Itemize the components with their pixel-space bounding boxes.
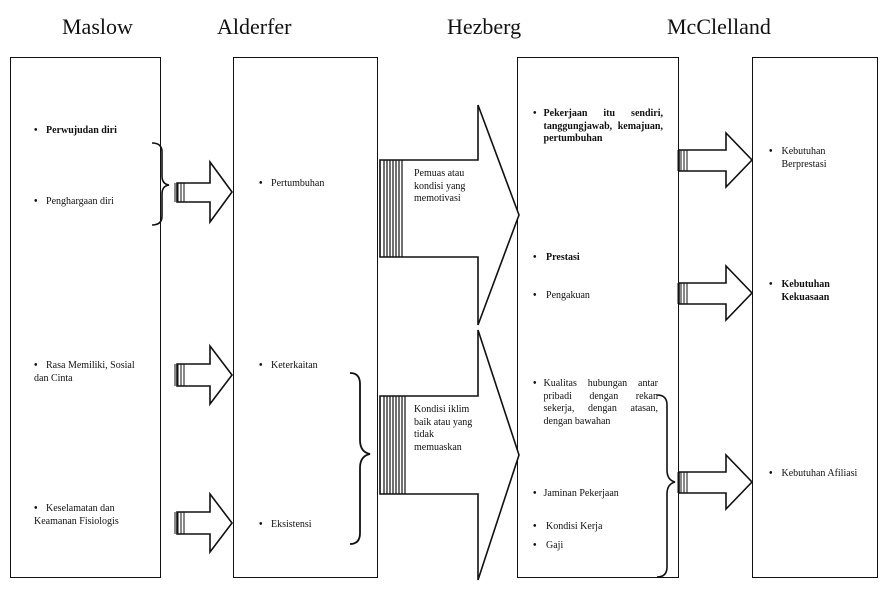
maslow-panel (10, 57, 161, 578)
herzberg-brace (656, 394, 676, 578)
maslow-item-belonging: • Rasa Memiliki, Sosial dan Cinta (34, 360, 146, 385)
bullet: • (533, 290, 537, 301)
mcclelland-item-label: Kebutuhan Afiliasi (781, 468, 858, 479)
maslow-item-label: Perwujudan diri (46, 125, 117, 136)
maslow-item-label: Penghargaan diri (46, 196, 114, 207)
bullet: • (769, 146, 773, 157)
motivator-label: Pemuas atau kondisi yang memotivasi (414, 168, 466, 204)
herzberg-item-work-itself: • Pekerjaan itu sendiri, tanggungjawab, … (533, 108, 663, 146)
herzberg-item-label: Kondisi Kerja (546, 521, 603, 532)
alderfer-brace (349, 372, 371, 545)
herzberg-item-label: Pekerjaan itu sendiri, tanggungjawab, ke… (543, 108, 663, 144)
alderfer-panel (233, 57, 378, 578)
heading-mcclelland: McClelland (667, 14, 771, 39)
hatch-mcclelland-arrows (677, 150, 688, 493)
bullet: • (533, 488, 537, 499)
herzberg-item-recognition: • Pengakuan (533, 290, 663, 303)
bullet: • (34, 125, 38, 136)
bullet: • (34, 503, 38, 514)
arrow-motivator (379, 104, 520, 326)
bullet: • (533, 252, 537, 263)
mcclelland-item-achievement: • Kebutuhan Berprestasi (769, 146, 869, 171)
mcclelland-panel (752, 57, 878, 578)
alderfer-item-growth: • Pertumbuhan (259, 178, 369, 191)
mcclelland-item-label: Kebutuhan Kekuasaan (781, 279, 830, 303)
bullet: • (259, 178, 263, 189)
herzberg-item-job-security: • Jaminan Pekerjaan (533, 488, 653, 501)
arrow-to-achievement (678, 131, 754, 189)
heading-alderfer: Alderfer (217, 14, 292, 39)
alderfer-item-label: Pertumbuhan (271, 178, 325, 189)
heading-maslow: Maslow (62, 14, 133, 39)
arrow-hygiene (379, 329, 520, 581)
bullet: • (769, 468, 773, 479)
hatch-herzberg-arrows (383, 160, 406, 494)
bullet: • (533, 521, 537, 532)
herzberg-item-label: Kualitas hubungan antar pribadi dengan r… (543, 378, 658, 427)
herzberg-item-label: Gaji (546, 540, 564, 551)
mcclelland-item-affiliation: • Kebutuhan Afiliasi (769, 468, 869, 481)
herzberg-item-interpersonal: • Kualitas hubungan antar pribadi dengan… (533, 378, 658, 428)
hygiene-label: Kondisi iklim baik atau yang tidak memua… (414, 404, 473, 453)
arrow-maslow-to-existence (176, 491, 234, 555)
herzberg-item-label: Jaminan Pekerjaan (543, 488, 619, 499)
maslow-item-label: Rasa Memiliki, Sosial dan Cinta (34, 360, 135, 384)
herzberg-item-label: Pengakuan (546, 290, 590, 301)
arrow-maslow-to-relatedness (176, 343, 234, 407)
maslow-brace (151, 142, 170, 226)
bullet: • (769, 279, 773, 290)
alderfer-item-relatedness: • Keterkaitan (259, 360, 369, 373)
herzberg-item-working-conditions: • Kondisi Kerja (533, 521, 653, 534)
bullet: • (259, 519, 263, 530)
bullet: • (533, 378, 537, 389)
heading-herzberg: Hezberg (447, 14, 522, 39)
maslow-item-self-actualization: • Perwujudan diri (34, 125, 154, 138)
herzberg-item-salary: • Gaji (533, 540, 653, 553)
hatch-maslow-arrows (174, 183, 185, 534)
arrow-maslow-to-growth (176, 159, 233, 225)
bullet: • (34, 360, 38, 371)
alderfer-item-label: Eksistensi (271, 519, 312, 530)
herzberg-panel (517, 57, 679, 578)
maslow-item-safety-physiological: • Keselamatan dan Keamanan Fisiologis (34, 503, 134, 528)
arrow-to-power (678, 264, 754, 322)
maslow-item-label: Keselamatan dan Keamanan Fisiologis (34, 503, 119, 527)
mcclelland-item-power: • Kebutuhan Kekuasaan (769, 279, 869, 304)
bullet: • (533, 108, 537, 119)
bullet: • (533, 540, 537, 551)
maslow-item-esteem: • Penghargaan diri (34, 196, 146, 209)
mcclelland-item-label: Kebutuhan Berprestasi (781, 146, 827, 170)
herzberg-item-achievement: • Prestasi (533, 252, 663, 265)
bullet: • (34, 196, 38, 207)
bullet: • (259, 360, 263, 371)
alderfer-item-label: Keterkaitan (271, 360, 318, 371)
arrow-to-affiliation (678, 453, 754, 511)
herzberg-item-label: Prestasi (546, 252, 580, 263)
alderfer-item-existence: • Eksistensi (259, 519, 369, 532)
